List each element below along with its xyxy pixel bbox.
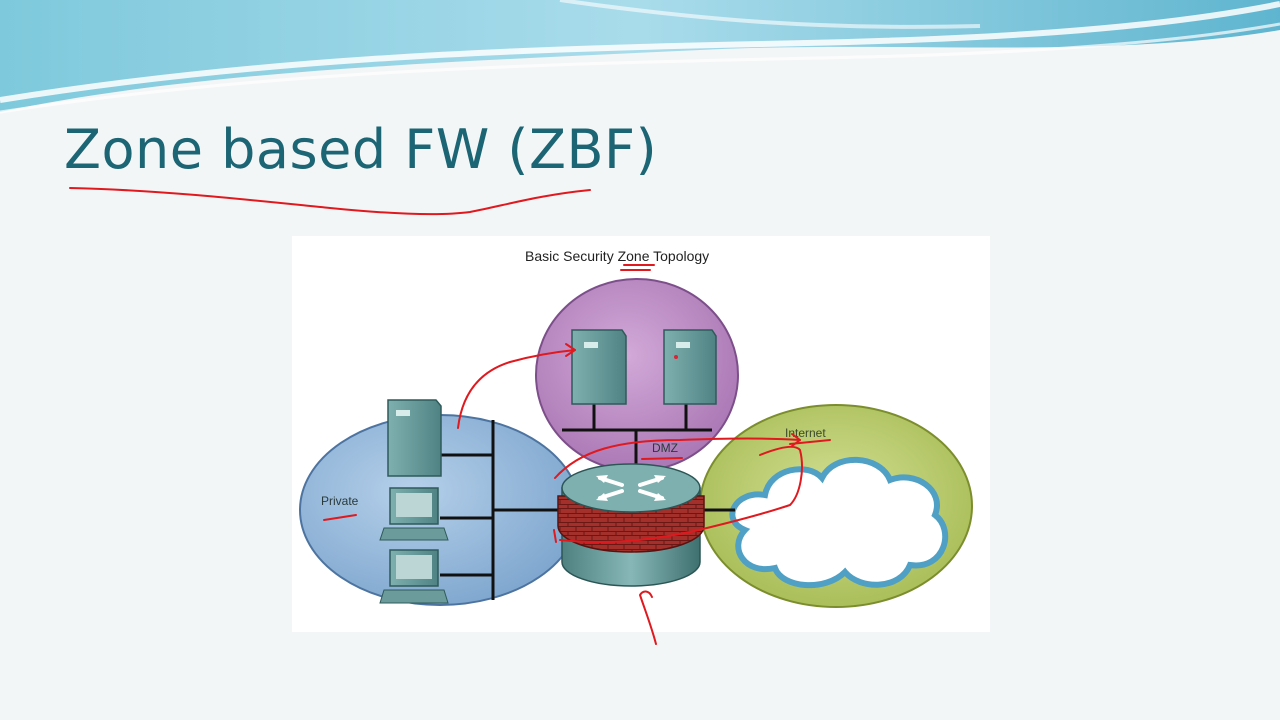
server-icon xyxy=(572,330,626,404)
server-icon xyxy=(388,400,441,476)
workstation-icon xyxy=(380,550,448,603)
zone-label-dmz: DMZ xyxy=(652,441,678,455)
workstation-icon xyxy=(380,488,448,540)
zone-label-private: Private xyxy=(321,494,358,508)
zone-label-internet: Internet xyxy=(785,426,826,440)
server-icon xyxy=(664,330,716,404)
firewall-router-icon xyxy=(558,464,704,586)
router-icon xyxy=(562,464,700,512)
diagram-title: Basic Security Zone Topology xyxy=(525,248,709,264)
